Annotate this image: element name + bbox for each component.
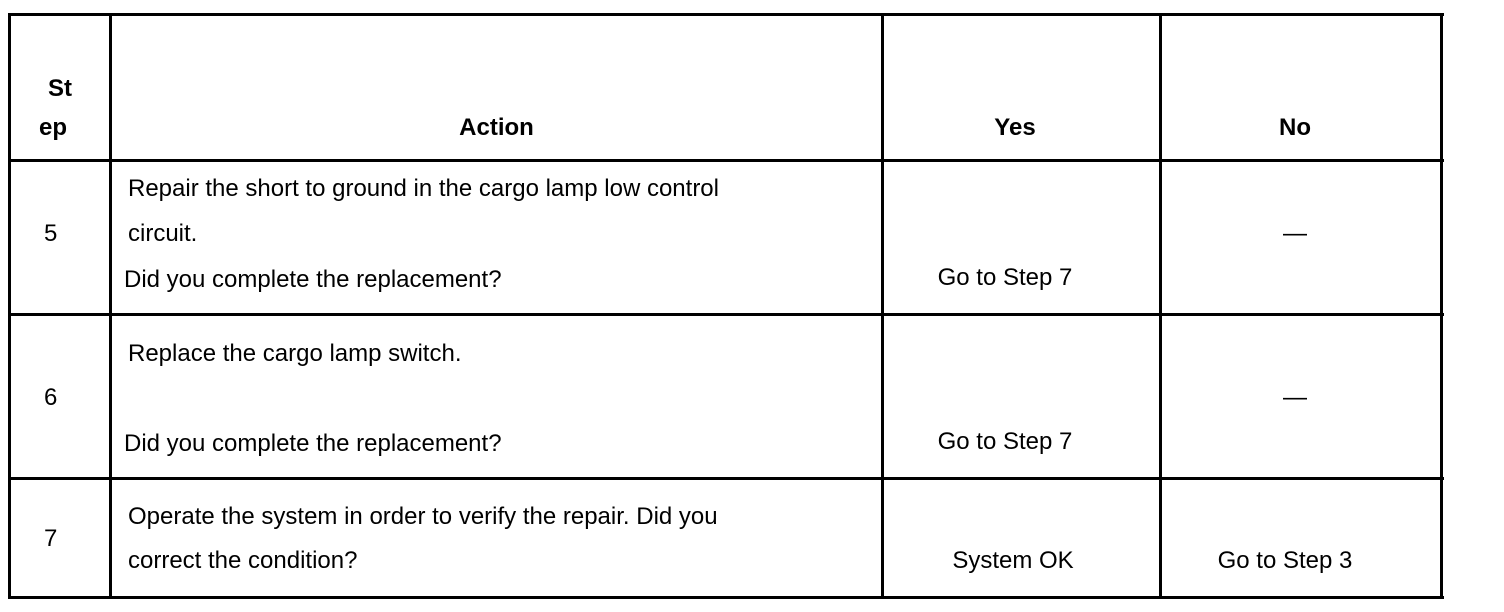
header-step-line2: ep bbox=[38, 114, 67, 141]
table-border-top bbox=[8, 13, 1444, 16]
step-number: 7 bbox=[44, 525, 58, 552]
yes-result: Go to Step 7 bbox=[937, 264, 1073, 291]
step-number: 6 bbox=[44, 384, 58, 411]
no-result: — bbox=[1283, 384, 1307, 411]
action-text: Operate the system in order to verify th… bbox=[128, 503, 718, 530]
header-step-line1: St bbox=[48, 75, 72, 102]
column-divider bbox=[881, 13, 884, 599]
column-divider bbox=[109, 13, 112, 599]
yes-result: Go to Step 7 bbox=[937, 428, 1073, 455]
column-divider bbox=[1159, 13, 1162, 599]
row-divider bbox=[8, 313, 1444, 316]
table-border-right bbox=[1440, 13, 1443, 599]
header-yes: Yes bbox=[994, 114, 1036, 141]
yes-result: System OK bbox=[952, 547, 1074, 574]
action-text: Repair the short to ground in the cargo … bbox=[128, 175, 719, 202]
step-number: 5 bbox=[44, 220, 58, 247]
no-result: — bbox=[1283, 220, 1307, 247]
header-action: Action bbox=[459, 114, 534, 141]
no-result: Go to Step 3 bbox=[1217, 547, 1353, 574]
action-text: correct the condition? bbox=[128, 547, 358, 574]
header-divider bbox=[8, 159, 1444, 162]
table-border-left bbox=[8, 13, 11, 599]
question-text: Did you complete the replacement? bbox=[124, 430, 502, 457]
row-divider bbox=[8, 477, 1444, 480]
action-text: Replace the cargo lamp switch. bbox=[128, 340, 462, 367]
action-text: circuit. bbox=[128, 220, 198, 247]
table-border-bottom bbox=[8, 596, 1444, 599]
header-no: No bbox=[1279, 114, 1311, 141]
question-text: Did you complete the replacement? bbox=[124, 266, 502, 293]
